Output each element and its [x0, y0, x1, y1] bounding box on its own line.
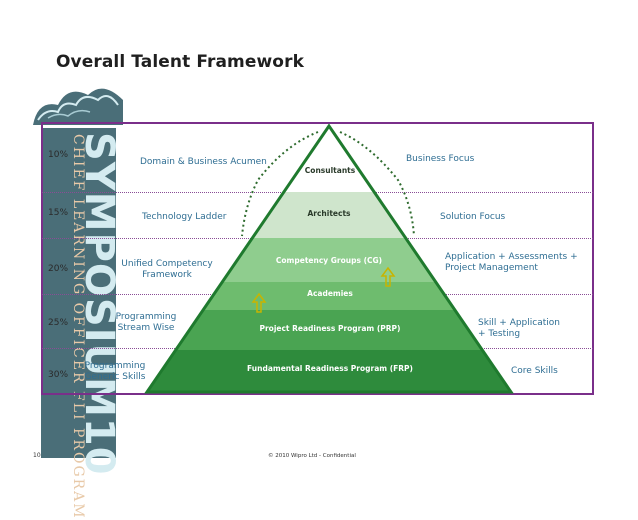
row-percent: 10% [48, 150, 69, 160]
page-number: 10 [33, 452, 41, 459]
tier-academies-label: Academies [307, 289, 353, 298]
symposium-banner [41, 128, 116, 458]
tier-consultants-label: Consultants [304, 166, 356, 175]
footer-text: © 2010 Wipro Ltd - Confidential [268, 453, 356, 459]
left-label: Technology Ladder [142, 212, 227, 222]
left-label: Unified Competency Framework [121, 259, 213, 280]
talent-pyramid [144, 123, 514, 394]
left-label: Domain & Business Acumen [140, 157, 267, 167]
right-label: Business Focus [406, 154, 475, 164]
pyramid-tier-frp [147, 350, 511, 392]
framework-frame [41, 122, 594, 395]
row-percent: 30% [48, 370, 69, 380]
left-label: Programming Stream Wise [115, 312, 177, 333]
tier-competency-label: Competency Groups (CG) [275, 256, 383, 265]
wave-decoration [33, 88, 123, 125]
row-percent: 15% [48, 208, 69, 218]
right-label: Application + Assessments + Project Mana… [445, 252, 578, 273]
tier-architects-label: Architects [307, 209, 351, 218]
page-title: Overall Talent Framework [56, 52, 304, 72]
row-percent: 25% [48, 318, 69, 328]
pyramid-tier-prp [147, 310, 511, 350]
right-label: Skill + Application + Testing [478, 318, 560, 339]
right-label: Solution Focus [440, 212, 506, 222]
tier-prp-label: Project Readiness Program (PRP) [259, 324, 401, 333]
row-percent: 20% [48, 264, 69, 274]
right-label: Core Skills [511, 366, 558, 376]
left-label: Programming Generic Skills [84, 361, 146, 382]
tier-frp-label: Fundamental Readiness Program (FRP) [247, 364, 413, 373]
